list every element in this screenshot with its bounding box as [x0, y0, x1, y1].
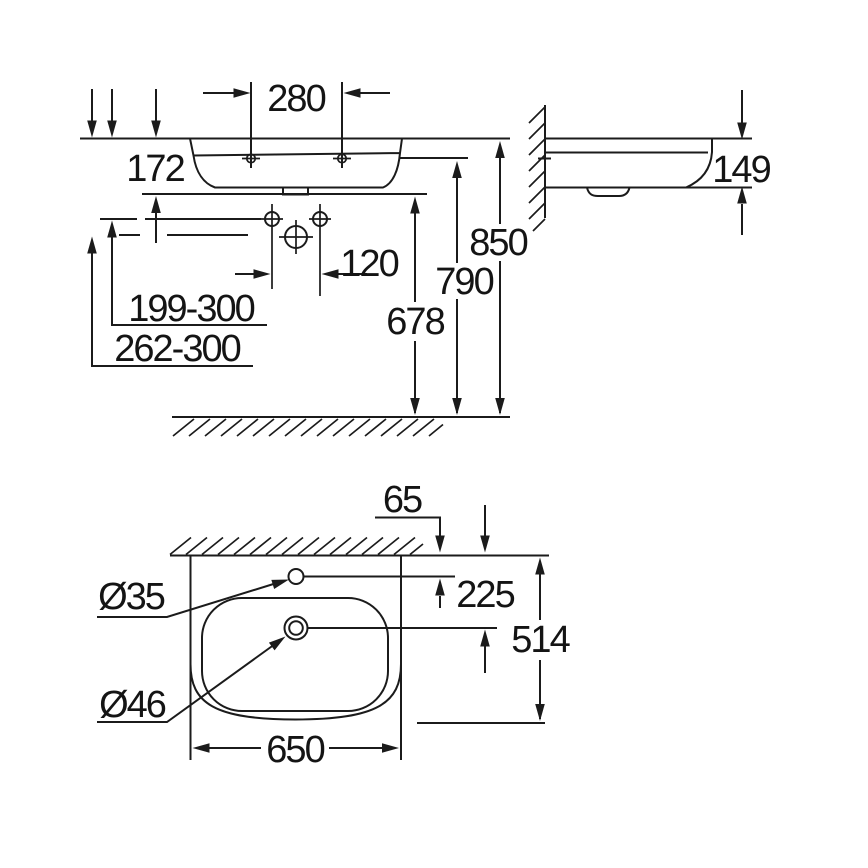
side-view: 149 — [528, 90, 773, 235]
wall-hatch-top-view — [169, 536, 424, 556]
basin-front-outline — [189, 138, 403, 189]
arrowhead — [535, 557, 545, 575]
arrowhead — [737, 122, 747, 140]
floor-hatch — [172, 418, 444, 437]
tap-hole-offset-label: 65 — [383, 479, 422, 521]
arrowhead — [192, 743, 210, 753]
dim-height-to-drain: 678 — [386, 196, 447, 415]
arrowhead — [452, 398, 462, 415]
dim-drain-range: 262-300 — [87, 236, 253, 370]
arrowhead — [87, 120, 97, 138]
callout-drain-diameter: Ø46 — [97, 632, 289, 726]
height-to-underside-label: 790 — [435, 261, 493, 303]
basin-top-outline — [189, 555, 402, 760]
arrowhead — [151, 120, 161, 138]
body-height-label: 149 — [712, 149, 770, 191]
dim-tap-spacing: 280 — [203, 78, 390, 120]
fixing-hole-range-label: 199-300 — [128, 288, 254, 330]
dim-fixing-hole-spacing: 120 — [235, 243, 401, 285]
arrowhead — [435, 535, 445, 553]
dim-depth: 514 — [417, 557, 573, 724]
arrowhead — [435, 578, 445, 596]
width-label: 650 — [266, 729, 324, 771]
top-extent-arrows — [87, 89, 161, 138]
drain-stub-side — [586, 187, 631, 197]
arrowhead — [343, 88, 361, 98]
dim-height-to-underside: 790 — [400, 157, 496, 415]
arrowhead — [107, 220, 117, 238]
dim-width: 650 — [192, 729, 399, 771]
basin-side-outline — [545, 137, 752, 189]
rim-height-label: 172 — [126, 148, 184, 190]
fixing-hole-spacing-label: 120 — [340, 243, 398, 285]
arrowhead — [321, 269, 339, 279]
dim-drain-offset: 225 — [456, 505, 517, 673]
tap-hole-marks-front — [242, 82, 351, 168]
dim-tap-hole-offset: 65 — [375, 479, 445, 608]
arrowhead — [410, 398, 420, 415]
arrowhead — [107, 120, 117, 138]
fixing-holes-front — [261, 204, 331, 296]
drain-hole-top — [283, 615, 309, 641]
arrowhead — [87, 236, 97, 254]
front-view: 280 172 199-300 262-300 — [80, 78, 530, 437]
tap-hole-diameter-label: Ø35 — [98, 576, 165, 618]
tap-hole-top — [287, 568, 305, 585]
arrowhead — [480, 629, 490, 647]
dim-height-to-rim: 850 — [469, 141, 530, 415]
height-to-drain-label: 678 — [386, 301, 444, 343]
arrowhead — [480, 535, 490, 553]
arrowhead — [535, 704, 545, 721]
arrowhead — [253, 269, 271, 279]
arrowhead — [382, 743, 399, 753]
arrowhead — [452, 161, 462, 178]
height-to-rim-label: 850 — [469, 222, 527, 264]
top-view: Ø35 Ø46 65 225 — [97, 479, 573, 771]
arrowhead — [268, 632, 289, 651]
arrowhead — [151, 196, 161, 213]
drain-range-label: 262-300 — [114, 328, 240, 370]
dim-rim-height: 172 — [126, 148, 187, 243]
dim-fixing-hole-range: 199-300 — [107, 220, 267, 330]
tap-spacing-label: 280 — [267, 78, 325, 120]
depth-label: 514 — [511, 619, 570, 661]
wall-hatch-side — [528, 106, 546, 232]
dim-body-height: 149 — [712, 90, 773, 235]
drain-diameter-label: Ø46 — [99, 684, 166, 726]
bowl-inner-outline — [201, 597, 389, 712]
drain-offset-label: 225 — [456, 574, 514, 616]
arrowhead — [410, 196, 420, 214]
arrowhead — [495, 398, 505, 415]
arrowhead — [495, 141, 505, 158]
drain-hole-front — [279, 220, 313, 254]
arrowhead — [233, 88, 251, 98]
callout-tap-hole-diameter: Ø35 — [97, 574, 291, 618]
